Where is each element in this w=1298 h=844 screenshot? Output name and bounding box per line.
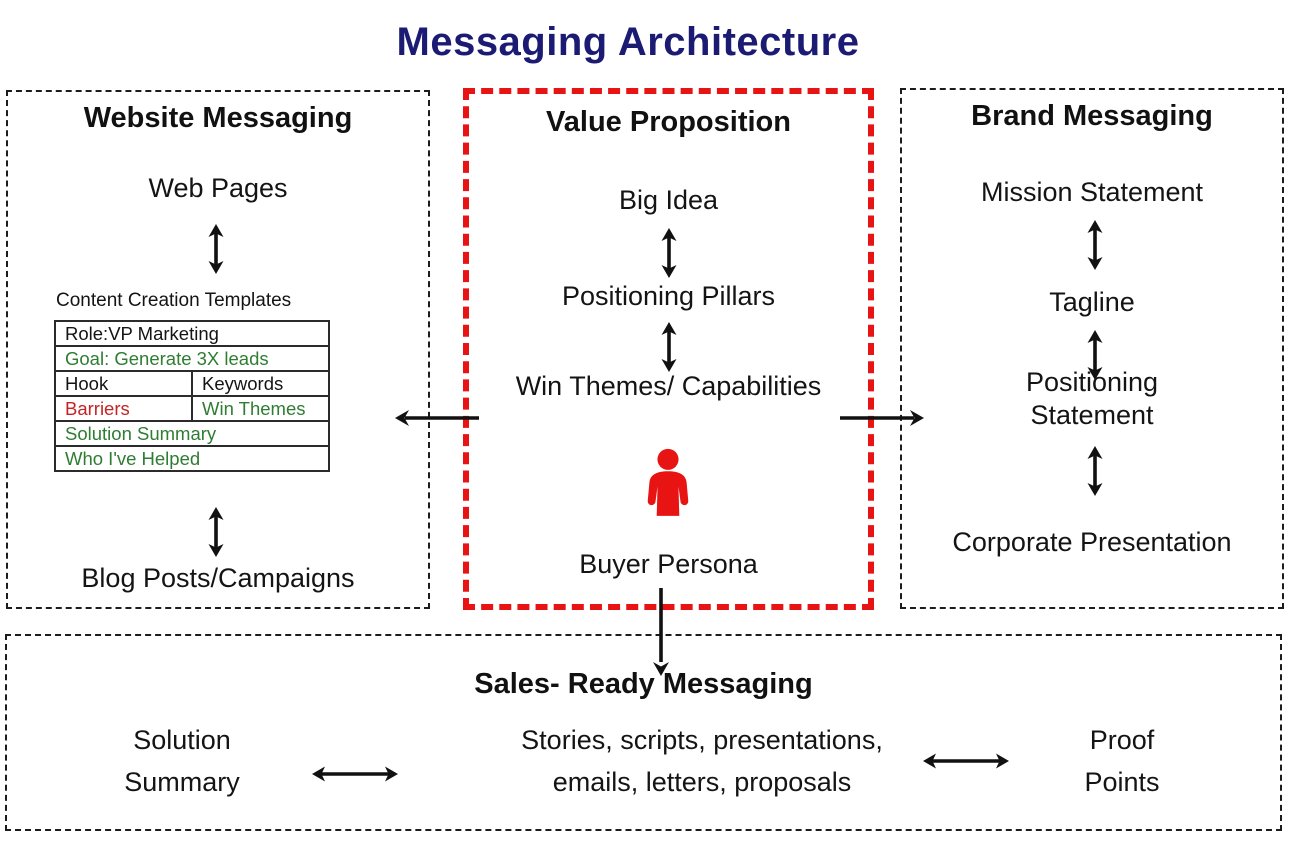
positioning-statement-label: Positioning Statement: [1025, 367, 1159, 430]
templates-label: Content Creation Templates: [56, 290, 292, 311]
buyer-persona-label: Buyer Persona: [579, 549, 758, 579]
positioning-pillars-label: Positioning Pillars: [561, 281, 776, 311]
double-arrow-vertical-icon: [661, 322, 677, 372]
table-cell-who-ive-helped: Who I've Helped: [54, 445, 330, 472]
double-arrow-horizontal-icon: [923, 753, 1009, 769]
table-row: Role:VP Marketing: [54, 320, 330, 347]
brand-messaging-box: Brand Messaging Mission Statement Taglin…: [900, 88, 1284, 609]
table-cell-goal: Goal: Generate 3X leads: [54, 345, 330, 372]
web-pages-label: Web Pages: [148, 173, 288, 203]
value-proposition-title: Value Proposition: [546, 106, 791, 138]
tagline-label: Tagline: [1049, 287, 1135, 317]
arrow-right-icon: [840, 410, 924, 426]
table-row: Goal: Generate 3X leads: [54, 345, 330, 372]
value-proposition-box: Value Proposition Big Idea Positioning P…: [463, 88, 874, 610]
table-row: Hook Keywords: [54, 370, 330, 397]
blog-posts-label: Blog Posts/Campaigns: [81, 563, 355, 593]
proof-points-label: Proof Points: [1084, 725, 1160, 797]
double-arrow-vertical-icon: [1087, 330, 1103, 380]
win-themes-capabilities-label: Win Themes/ Capabilities: [515, 371, 822, 401]
website-messaging-title: Website Messaging: [83, 102, 353, 134]
arrow-left-icon: [395, 410, 479, 426]
double-arrow-vertical-icon: [661, 228, 677, 278]
table-cell-barriers: Barriers: [54, 395, 193, 422]
table-cell-solution-summary: Solution Summary: [54, 420, 330, 447]
sales-ready-messaging-box: Sales- Ready Messaging Solution Summary …: [5, 634, 1282, 831]
big-idea-label: Big Idea: [618, 185, 719, 215]
buyer-persona-icon: [647, 448, 689, 516]
double-arrow-vertical-icon: [208, 224, 224, 274]
content-template-table: Role:VP Marketing Goal: Generate 3X lead…: [54, 320, 330, 472]
table-cell-win-themes: Win Themes: [191, 395, 330, 422]
brand-messaging-title: Brand Messaging: [971, 100, 1213, 132]
table-cell-keywords: Keywords: [191, 370, 330, 397]
table-row: Who I've Helped: [54, 445, 330, 472]
sales-ready-messaging-title: Sales- Ready Messaging: [474, 668, 813, 700]
double-arrow-vertical-icon: [208, 507, 224, 557]
table-row: Barriers Win Themes: [54, 395, 330, 422]
mission-statement-label: Mission Statement: [980, 177, 1204, 207]
table-cell-role: Role:VP Marketing: [54, 320, 330, 347]
double-arrow-vertical-icon: [1087, 446, 1103, 496]
sales-deliverables-label: Stories, scripts, presentations, emails,…: [521, 725, 883, 797]
double-arrow-vertical-icon: [1087, 220, 1103, 270]
table-row: Solution Summary: [54, 420, 330, 447]
solution-summary-label: Solution Summary: [124, 725, 240, 797]
double-arrow-horizontal-icon: [312, 766, 398, 782]
website-messaging-box: Website Messaging Web Pages Content Crea…: [6, 90, 430, 609]
table-cell-hook: Hook: [54, 370, 193, 397]
arrow-down-icon: [653, 588, 669, 676]
corporate-presentation-label: Corporate Presentation: [952, 527, 1232, 557]
page-title: Messaging Architecture: [396, 20, 860, 64]
